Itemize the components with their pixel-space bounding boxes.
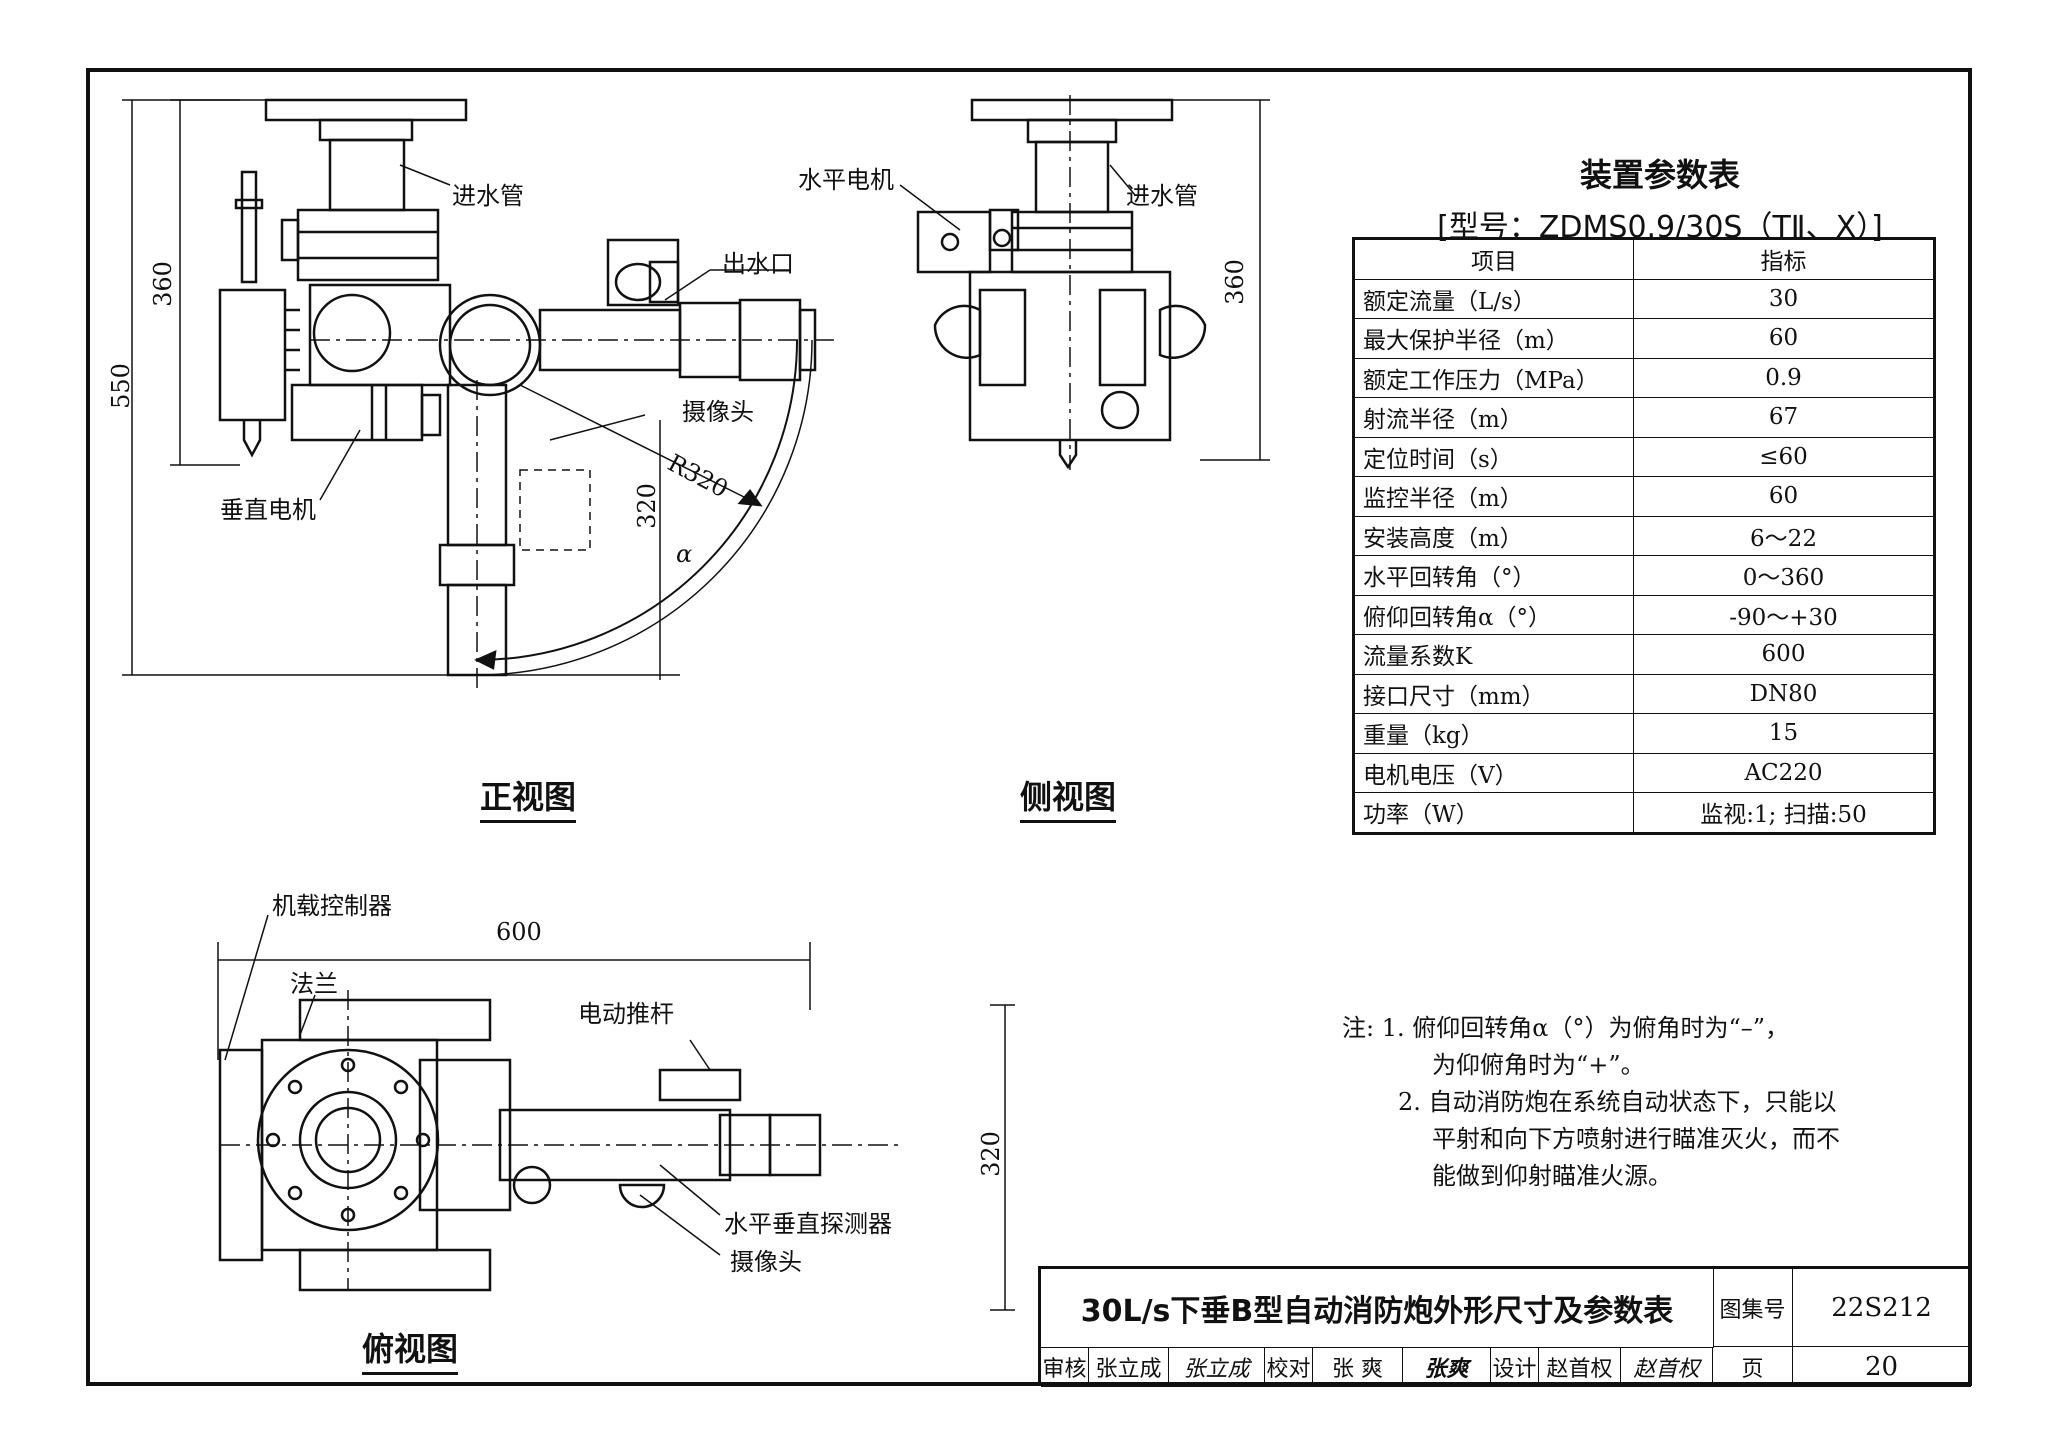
design-label: 设计 bbox=[1491, 1347, 1539, 1387]
table-row: 电机电压（V）AC220 bbox=[1353, 752, 1935, 793]
atlas-number: 22S212 bbox=[1793, 1269, 1971, 1347]
label-alpha: α bbox=[676, 540, 693, 568]
label-flange: 法兰 bbox=[290, 970, 338, 998]
drawing-title: 30L/s下垂B型自动消防炮外形尺寸及参数表 bbox=[1041, 1269, 1714, 1348]
front-view-drawing bbox=[122, 98, 840, 690]
side-view-title: 侧视图 bbox=[1020, 772, 1117, 823]
param-item: 水平回转角（°） bbox=[1353, 555, 1634, 596]
label-actuator: 电动推杆 bbox=[578, 1000, 674, 1028]
label-detector: 水平垂直探测器 bbox=[724, 1210, 892, 1238]
label-outlet: 出水口 bbox=[722, 250, 794, 278]
checker: 张 爽 bbox=[1313, 1347, 1403, 1387]
table-row: 俯仰回转角α（°）-90～+30 bbox=[1353, 594, 1935, 635]
param-item: 最大保护半径（m） bbox=[1353, 318, 1634, 359]
label-side-inlet-pipe: 进水管 bbox=[1126, 182, 1198, 210]
param-value: ≤60 bbox=[1633, 436, 1935, 477]
param-item: 电机电压（V） bbox=[1353, 752, 1634, 793]
param-value: 监视:1; 扫描:50 bbox=[1633, 792, 1935, 834]
note-line: 注: 1. 俯仰回转角α（°）为俯角时为“–”， bbox=[1342, 1010, 1840, 1047]
designer: 赵首权 bbox=[1539, 1347, 1621, 1387]
param-value: 0～360 bbox=[1633, 555, 1935, 596]
table-row: 功率（W）监视:1; 扫描:50 bbox=[1353, 792, 1935, 834]
param-item: 定位时间（s） bbox=[1353, 436, 1634, 477]
label-controller: 机载控制器 bbox=[272, 892, 392, 920]
table-row: 重量（kg）15 bbox=[1353, 713, 1935, 754]
check-label: 校对 bbox=[1265, 1347, 1313, 1387]
param-value: 67 bbox=[1633, 397, 1935, 438]
param-item: 射流半径（m） bbox=[1353, 397, 1634, 438]
label-inlet-pipe: 进水管 bbox=[452, 182, 524, 210]
table-row: 监控半径（m）60 bbox=[1353, 476, 1935, 517]
param-item: 功率（W） bbox=[1353, 792, 1634, 834]
label-top-camera: 摄像头 bbox=[730, 1248, 802, 1276]
table-row: 接口尺寸（mm）DN80 bbox=[1353, 673, 1935, 714]
params-title: 装置参数表 bbox=[1579, 156, 1740, 194]
dim-front-360: 360 bbox=[148, 261, 177, 307]
page-number: 20 bbox=[1793, 1347, 1971, 1387]
note-line: 为仰俯角时为“+”。 bbox=[1432, 1051, 1645, 1079]
drawing-frame bbox=[86, 68, 1972, 1386]
dim-front-550: 550 bbox=[106, 363, 135, 409]
param-value: DN80 bbox=[1633, 673, 1935, 714]
table-row: 安装高度（m）6～22 bbox=[1353, 515, 1935, 556]
dim-top-320: 320 bbox=[976, 1131, 1005, 1177]
title-block: 30L/s下垂B型自动消防炮外形尺寸及参数表 图集号 22S212 审核 张立成… bbox=[1038, 1266, 1971, 1387]
top-view-drawing bbox=[217, 914, 1015, 1311]
top-view-title: 俯视图 bbox=[362, 1324, 459, 1375]
param-value: 60 bbox=[1633, 318, 1935, 359]
label-camera: 摄像头 bbox=[682, 398, 754, 426]
param-item: 监控半径（m） bbox=[1353, 476, 1634, 517]
atlas-label: 图集号 bbox=[1713, 1269, 1793, 1347]
param-item: 额定流量（L/s） bbox=[1353, 278, 1634, 319]
reviewer: 张立成 bbox=[1089, 1347, 1169, 1387]
param-value: AC220 bbox=[1633, 752, 1935, 793]
param-value: 600 bbox=[1633, 634, 1935, 675]
label-vertical-motor: 垂直电机 bbox=[220, 496, 316, 524]
dim-side-360: 360 bbox=[1220, 259, 1249, 305]
table-row: 定位时间（s）≤60 bbox=[1353, 436, 1935, 477]
side-view-drawing bbox=[899, 95, 1270, 470]
page-label: 页 bbox=[1713, 1347, 1793, 1387]
reviewer-signature: 张立成 bbox=[1169, 1347, 1265, 1387]
params-table: 项目 指标 额定流量（L/s）30 最大保护半径（m）60 额定工作压力（MPa… bbox=[1352, 237, 1936, 835]
note-text: 1. 俯仰回转角α（°）为俯角时为“–”， bbox=[1381, 1014, 1790, 1042]
note-line: 能做到仰射瞄准火源。 bbox=[1432, 1162, 1672, 1190]
table-row: 额定工作压力（MPa）0.9 bbox=[1353, 357, 1935, 398]
param-item: 安装高度（m） bbox=[1353, 515, 1634, 556]
param-value: 0.9 bbox=[1633, 357, 1935, 398]
note-line: 2. 自动消防炮在系统自动状态下，只能以 bbox=[1398, 1088, 1837, 1116]
note-line: 平射和向下方喷射进行瞄准灭火，而不 bbox=[1432, 1125, 1840, 1153]
params-header-item: 项目 bbox=[1353, 238, 1634, 280]
dim-front-320: 320 bbox=[632, 483, 661, 529]
params-header-value: 指标 bbox=[1633, 238, 1935, 280]
table-row: 水平回转角（°）0～360 bbox=[1353, 555, 1935, 596]
dim-top-600: 600 bbox=[496, 918, 542, 946]
param-value: 15 bbox=[1633, 713, 1935, 754]
param-item: 重量（kg） bbox=[1353, 713, 1634, 754]
param-value: 30 bbox=[1633, 278, 1935, 319]
table-row: 最大保护半径（m）60 bbox=[1353, 318, 1935, 359]
note-prefix: 注: bbox=[1342, 1014, 1375, 1042]
review-label: 审核 bbox=[1041, 1347, 1089, 1387]
checker-signature: 张爽 bbox=[1403, 1347, 1491, 1387]
table-row: 射流半径（m）67 bbox=[1353, 397, 1935, 438]
table-row: 额定流量（L/s）30 bbox=[1353, 278, 1935, 319]
designer-signature: 赵首权 bbox=[1621, 1347, 1713, 1387]
params-header-row: 项目 指标 bbox=[1353, 238, 1935, 280]
front-view-title: 正视图 bbox=[480, 772, 577, 823]
param-item: 额定工作压力（MPa） bbox=[1353, 357, 1634, 398]
label-horizontal-motor: 水平电机 bbox=[798, 166, 894, 194]
params-title-block: 装置参数表 [型号：ZDMS0.9/30S（TⅡ、X）] bbox=[1350, 150, 1970, 246]
param-item: 俯仰回转角α（°） bbox=[1353, 594, 1634, 635]
param-value: 6～22 bbox=[1633, 515, 1935, 556]
param-item: 流量系数K bbox=[1353, 634, 1634, 675]
param-value: 60 bbox=[1633, 476, 1935, 517]
notes: 注: 1. 俯仰回转角α（°）为俯角时为“–”， 为仰俯角时为“+”。 2. 自… bbox=[1342, 1010, 1840, 1195]
param-value: -90～+30 bbox=[1633, 594, 1935, 635]
param-item: 接口尺寸（mm） bbox=[1353, 673, 1634, 714]
